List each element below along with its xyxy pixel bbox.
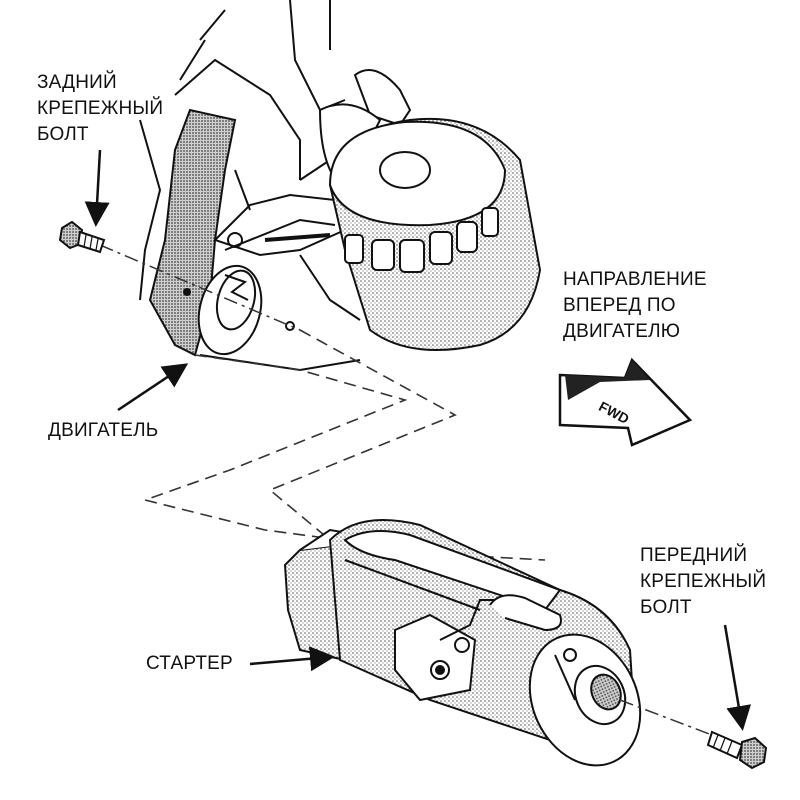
leader-arrows — [84, 149, 752, 731]
rear-bolt-drawing — [58, 220, 106, 254]
starter-label-text: СТАРТЕР — [146, 653, 233, 674]
rear-bolt-centerline — [99, 244, 301, 331]
engine-label: ДВИГАТЕЛЬ — [48, 418, 158, 444]
engine-label-text: ДВИГАТЕЛЬ — [48, 420, 159, 441]
front-bolt-centerline — [619, 699, 726, 741]
starter-leader-arrow — [249, 646, 335, 672]
front-bolt-label-line-3: БОЛТ — [640, 597, 692, 618]
rear-bolt-label-line-3: БОЛТ — [37, 124, 89, 145]
rear-bolt-label-line-1: ЗАДНИЙ — [37, 72, 117, 93]
starter-motor-drawing — [283, 519, 642, 767]
fwd-direction-arrow: FWD — [558, 357, 693, 447]
alignment-zigzag-line — [142, 354, 546, 561]
rear-bolt-label-line-2: КРЕПЕЖНЫЙ — [37, 98, 164, 119]
direction-label-line-1: НАПРАВЛЕНИЕ — [563, 269, 707, 290]
engine-block-drawing — [139, 0, 361, 372]
direction-label-line-3: ДВИГАТЕЛЮ — [563, 321, 681, 342]
front-bolt-leader-arrow — [723, 624, 752, 731]
front-bolt-drawing — [706, 730, 768, 770]
starter-label: СТАРТЕР — [146, 651, 233, 677]
rear-bolt-label: ЗАДНИЙ КРЕПЕЖНЫЙ БОЛТ — [37, 70, 163, 148]
oil-filter-drawing — [318, 69, 542, 351]
engine-forward-direction-label: НАПРАВЛЕНИЕ ВПЕРЕД ПО ДВИГАТЕЛЮ — [563, 267, 707, 345]
direction-label-line-2: ВПЕРЕД ПО — [563, 295, 676, 316]
rear-bolt-leader-arrow — [84, 149, 110, 227]
front-bolt-label-line-1: ПЕРЕДНИЙ — [640, 545, 748, 566]
alignment-zigzag-line-2 — [268, 329, 457, 541]
engine-leader-arrow — [117, 363, 189, 412]
front-bolt-label: ПЕРЕДНИЙ КРЕПЕЖНЫЙ БОЛТ — [640, 543, 766, 621]
front-bolt-label-line-2: КРЕПЕЖНЫЙ — [640, 571, 767, 592]
